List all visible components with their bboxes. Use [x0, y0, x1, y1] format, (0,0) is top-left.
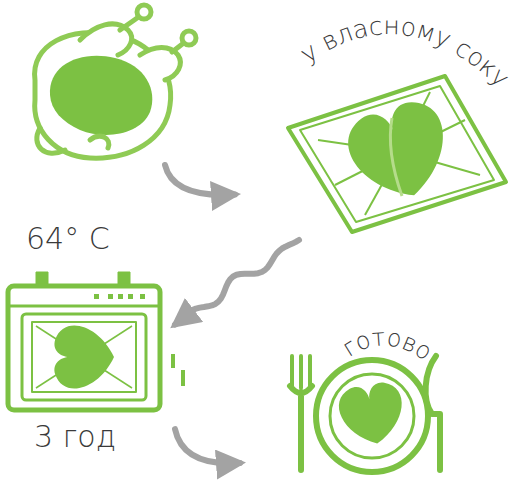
oven-button [128, 294, 133, 299]
plate-rim [316, 360, 428, 472]
temperature-label: 64° C [26, 222, 110, 255]
oven-button [118, 294, 123, 299]
vacuum-bag [288, 76, 506, 232]
bag-creases [318, 92, 480, 215]
done-caption-layer: готово [240, 300, 460, 481]
bag-outline [288, 76, 506, 232]
chicken-breast [50, 56, 152, 135]
bone-end [182, 31, 196, 45]
fork-tine [299, 356, 303, 388]
flow-arrow [175, 429, 240, 463]
bag-creases [36, 326, 132, 388]
steam-mark [181, 370, 185, 386]
oven-bag [32, 322, 136, 392]
chicken-tail [90, 136, 109, 148]
fork-handle [290, 386, 312, 470]
oven-button [94, 294, 99, 299]
oven-body [8, 286, 160, 410]
breast-line [390, 118, 402, 196]
plate-setting [290, 356, 440, 472]
chicken-node [15, 0, 215, 165]
bag-node: у власному соку [235, 0, 526, 240]
sous-vide-oven [8, 272, 183, 410]
oven-window [22, 314, 146, 400]
plate-node: готово [240, 300, 460, 481]
flow-arrow [175, 240, 299, 325]
chicken-wing [37, 128, 65, 153]
oven-button [108, 294, 113, 299]
flow-arrow [165, 165, 235, 195]
oven-node: 64° C 3 год [0, 220, 175, 475]
done-caption-text: готово [337, 323, 437, 366]
bag-caption: у власному соку [295, 11, 516, 93]
chicken-breast [341, 94, 460, 210]
steam-mark [171, 354, 175, 368]
oven-button [140, 294, 145, 299]
knife [426, 356, 440, 470]
chicken-breast [54, 325, 114, 388]
bone-end [137, 5, 151, 19]
bag-seal [300, 86, 494, 222]
bag-caption-layer: у власному соку [235, 0, 526, 240]
oven-panel-line [10, 305, 158, 308]
plate-inner [330, 374, 414, 458]
bag-caption-text: у власному соку [295, 11, 516, 93]
time-label: 3 год [34, 420, 116, 453]
done-caption: готово [337, 323, 437, 366]
chicken-drawing [35, 5, 196, 158]
chicken-breast [336, 379, 408, 449]
